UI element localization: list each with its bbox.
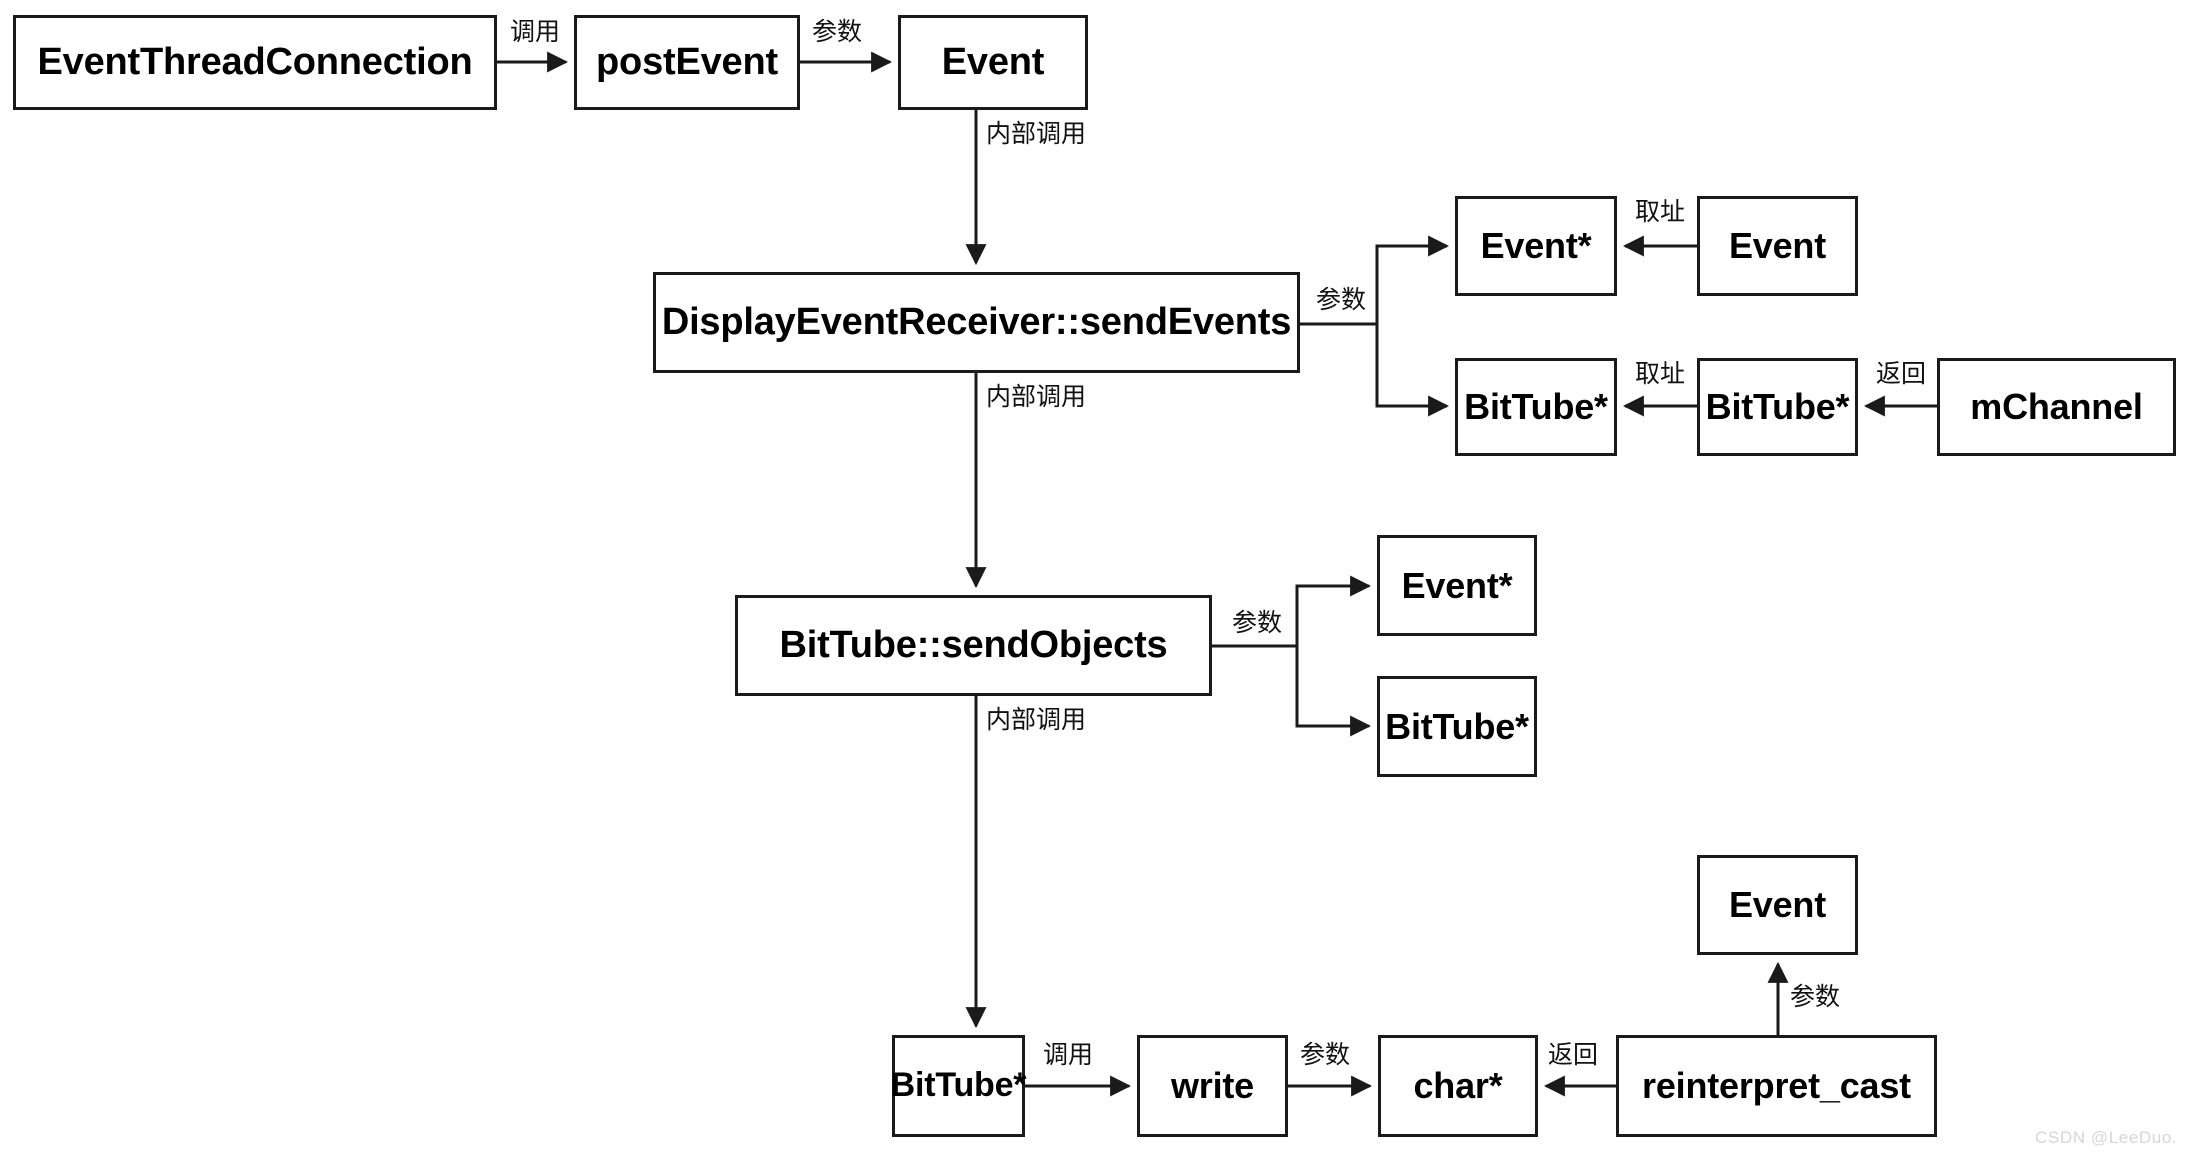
edge-label-call-bittubeptr-write: 调用 [1043, 1041, 1094, 1069]
node-char-pointer[interactable]: char* [1378, 1035, 1538, 1137]
watermark: CSDN @LeeDuo. [2035, 1128, 2178, 1147]
edge-label-address-event-eventptr: 取址 [1635, 198, 1686, 226]
edge-label-param-reinterpretcast-event: 参数 [1790, 983, 1841, 1011]
node-event-right[interactable]: Event [1697, 196, 1858, 296]
node-bittube-pointer-top-left[interactable]: BitTube* [1455, 358, 1617, 456]
connector-displayeventreceiver-eventptr [1375, 235, 1450, 324]
node-event-pointer-top[interactable]: Event* [1455, 196, 1617, 296]
connector-bittubesendobjects-bittubeptr [1295, 646, 1372, 737]
node-bittube-pointer-mid[interactable]: BitTube* [1377, 676, 1537, 777]
edge-label-call-eventthreadconnection-postevent: 调用 [510, 18, 561, 46]
edge-label-param-write-charptr: 参数 [1300, 1041, 1351, 1069]
node-postevent[interactable]: postEvent [574, 15, 800, 110]
node-write[interactable]: write [1137, 1035, 1288, 1137]
edge-label-return-reinterpretcast-charptr: 返回 [1548, 1041, 1599, 1069]
edge-label-address-bittubeptr-bittubeptr: 取址 [1635, 360, 1686, 388]
node-reinterpret-cast[interactable]: reinterpret_cast [1616, 1035, 1937, 1137]
edge-label-param-bittubesendobjects-split: 参数 [1232, 609, 1283, 637]
edge-label-return-mchannel-bittubeptr: 返回 [1876, 360, 1927, 388]
node-bittube-sendobjects[interactable]: BitTube::sendObjects [735, 595, 1212, 696]
node-event-top[interactable]: Event [898, 15, 1088, 110]
edge-label-param-postevent-event: 参数 [812, 18, 863, 46]
edge-label-param-displayeventreceiver-split: 参数 [1316, 286, 1367, 314]
node-displayeventreceiver-sendevents[interactable]: DisplayEventReceiver::sendEvents [653, 272, 1300, 373]
edge-label-internalcall-bittubesendobjects-bittubeptr: 内部调用 [986, 706, 1087, 734]
node-event-pointer-mid[interactable]: Event* [1377, 535, 1537, 636]
node-mchannel[interactable]: mChannel [1937, 358, 2176, 456]
connector-bittubesendobjects-eventptr [1295, 575, 1372, 646]
node-bittube-pointer-bottom[interactable]: BitTube* [891, 1035, 1027, 1137]
node-event-bottom[interactable]: Event [1697, 855, 1858, 955]
edge-label-internalcall-displayeventreceiver-bittubesendobjects: 内部调用 [986, 383, 1087, 411]
connector-displayeventreceiver-bittubeptr [1375, 324, 1450, 417]
node-bittube-pointer-top-right[interactable]: BitTube* [1697, 358, 1858, 456]
node-eventthreadconnection[interactable]: EventThreadConnection [13, 15, 497, 110]
edge-label-internalcall-event-displayeventreceiver: 内部调用 [986, 120, 1087, 148]
